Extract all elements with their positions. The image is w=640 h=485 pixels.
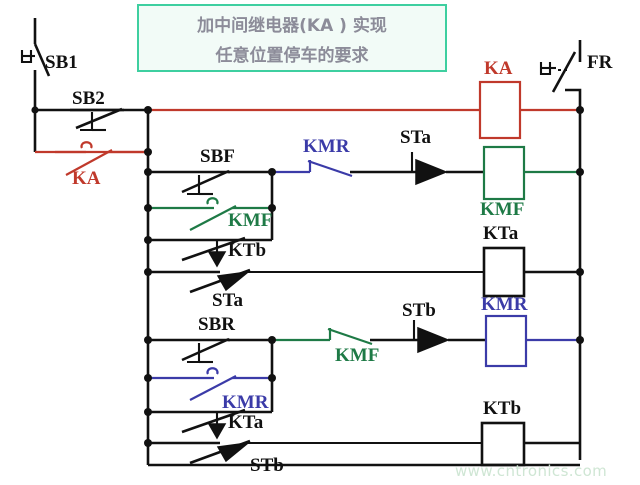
- coil-ktb[interactable]: [480, 421, 526, 467]
- device-sta-limit-switch-nc[interactable]: [396, 152, 484, 186]
- device-kmr-contact-no[interactable]: [148, 367, 272, 401]
- label-sbr: SBR: [198, 314, 235, 335]
- device-sbf-pushbutton-no[interactable]: [148, 169, 272, 196]
- device-stb-limit-switch-no[interactable]: [148, 439, 482, 465]
- device-fr-thermal-overload[interactable]: [539, 40, 582, 110]
- label-kmr-coil: KMR: [481, 294, 528, 315]
- coil-kmf[interactable]: [482, 145, 526, 201]
- label-sbf: SBF: [200, 146, 235, 167]
- label-sta-no: STa: [212, 290, 243, 311]
- device-ktb-timer-contact[interactable]: [148, 236, 272, 268]
- label-kta-contact: KTa: [228, 412, 264, 433]
- junction-dots: [31, 106, 584, 447]
- device-kmf-contact-no[interactable]: [148, 197, 272, 231]
- label-sb1: SB1: [45, 52, 78, 73]
- label-stb-nc: STb: [402, 300, 436, 321]
- device-sb2-pushbutton-no[interactable]: [70, 107, 124, 132]
- coil-kmr[interactable]: [484, 314, 528, 368]
- device-kta-timer-contact[interactable]: [148, 408, 272, 440]
- label-kmf-contact-no: KMF: [228, 210, 273, 231]
- label-fr: FR: [587, 52, 613, 73]
- label-kmr-contact-no: KMR: [222, 392, 269, 413]
- title-line-1: 加中间继电器(KA ) 实现: [197, 15, 387, 36]
- label-ka-contact: KA: [72, 168, 101, 189]
- label-ktb-coil: KTb: [483, 398, 522, 419]
- device-kmf-contact-nc[interactable]: [272, 327, 400, 346]
- label-ktb-contact: KTb: [228, 240, 267, 261]
- title-line-2: 任意位置停车的要求: [215, 45, 369, 66]
- label-kmr-contact-nc: KMR: [303, 136, 350, 157]
- label-stb-no: STb: [250, 455, 284, 476]
- device-stb-limit-switch-nc[interactable]: [400, 320, 486, 354]
- device-sbr-pushbutton-no[interactable]: [148, 337, 272, 364]
- device-sta-limit-switch-no[interactable]: [148, 268, 484, 294]
- device-kmr-contact-nc[interactable]: [272, 159, 396, 178]
- label-kmf-contact-nc: KMF: [335, 345, 380, 366]
- label-ka-coil: KA: [484, 58, 513, 79]
- label-sb2: SB2: [72, 88, 105, 109]
- label-kmf-coil: KMF: [480, 199, 525, 220]
- watermark: www.cntronics.com: [455, 462, 608, 480]
- title-box: 加中间继电器(KA ) 实现 任意位置停车的要求: [137, 4, 447, 72]
- title-text: 加中间继电器(KA ) 实现 任意位置停车的要求: [139, 6, 445, 70]
- device-sb1-pushbutton-nc[interactable]: [20, 18, 51, 110]
- label-kta-coil: KTa: [483, 223, 519, 244]
- coil-kta[interactable]: [482, 246, 526, 298]
- device-ka-contact-no[interactable]: [55, 141, 148, 176]
- coil-ka[interactable]: [478, 80, 522, 140]
- label-sta-nc: STa: [400, 127, 431, 148]
